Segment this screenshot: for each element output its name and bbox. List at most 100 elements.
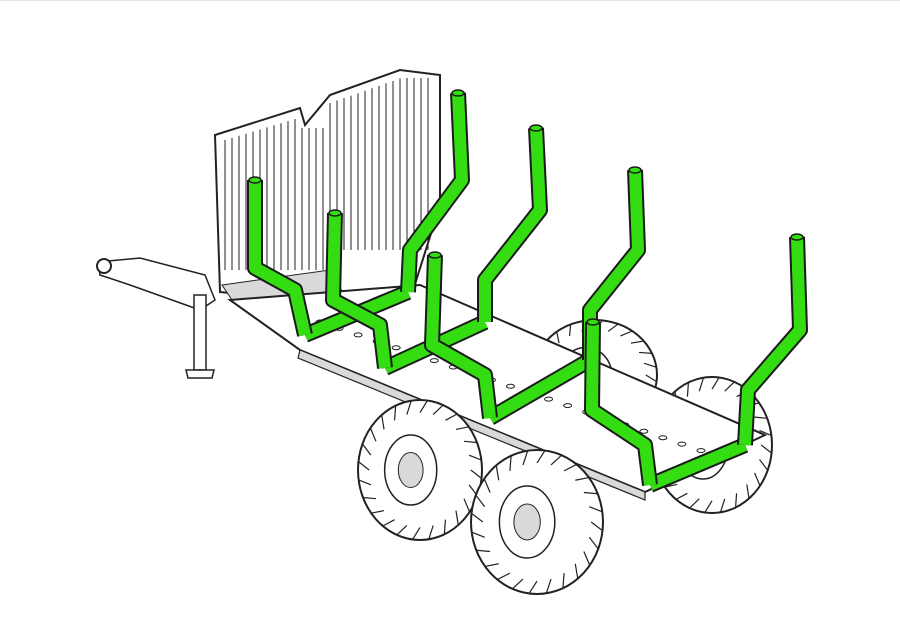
- tread-lug: [759, 459, 769, 471]
- frame-hole: [544, 396, 554, 402]
- tread-lug: [445, 413, 458, 421]
- tread-lug: [522, 450, 529, 466]
- stake-right: [479, 127, 546, 322]
- frame-hole: [677, 441, 687, 447]
- tread-lug: [419, 400, 428, 413]
- tread-lug: [583, 551, 591, 566]
- wheel: [357, 399, 483, 541]
- stake-cap: [586, 318, 600, 326]
- tread-lug: [590, 521, 603, 532]
- tread-lug: [412, 527, 421, 540]
- tread-lug: [369, 427, 377, 442]
- frame-hole: [563, 403, 573, 409]
- tread-lug: [724, 381, 735, 392]
- tread-lug: [550, 454, 562, 466]
- stake-left: [586, 321, 656, 486]
- tread-lug: [568, 324, 572, 336]
- tread-lug: [638, 351, 653, 354]
- drawbar: [97, 257, 216, 311]
- tread-lug: [630, 340, 644, 344]
- tread-lug: [734, 493, 738, 508]
- stake-cap: [451, 89, 465, 97]
- tread-lug: [381, 414, 385, 430]
- tread-lug: [719, 498, 726, 513]
- stake-cap: [248, 176, 262, 184]
- tread-lug: [463, 440, 478, 444]
- jack-foot: [185, 369, 215, 379]
- stake-left: [327, 212, 391, 369]
- tread-lug: [382, 519, 395, 527]
- tread-lug: [698, 377, 705, 392]
- tread-lug: [583, 491, 598, 495]
- tread-lug: [759, 430, 772, 436]
- tread-lug: [563, 463, 577, 472]
- tread-lug: [562, 573, 565, 589]
- tread-lug: [556, 331, 560, 344]
- tread-lug: [589, 506, 603, 513]
- tread-lug: [471, 512, 484, 523]
- tread-lug: [575, 476, 590, 481]
- stake-cap: [529, 124, 543, 132]
- tread-lug: [689, 498, 700, 509]
- tread-lug: [754, 472, 761, 487]
- tread-lug: [495, 465, 500, 481]
- frame-hole: [391, 345, 401, 351]
- stake-right: [739, 236, 806, 446]
- stake-cap: [790, 233, 804, 241]
- stake-cap: [628, 166, 642, 174]
- tread-lug: [645, 374, 657, 383]
- tread-lug: [358, 461, 370, 471]
- tread-lug: [711, 377, 720, 390]
- front-wheels: [357, 399, 604, 595]
- tread-lug: [686, 382, 690, 397]
- tread-lug: [483, 478, 491, 493]
- stake-left: [426, 254, 496, 419]
- tread-lug: [643, 362, 657, 368]
- tread-lug: [509, 455, 512, 471]
- tread-lug: [455, 510, 459, 526]
- frame-hole: [639, 428, 649, 434]
- tread-lug: [545, 578, 552, 594]
- tread-lug: [484, 563, 499, 568]
- tread-lug: [620, 330, 633, 337]
- tread-lug: [588, 536, 599, 550]
- tread-lug: [463, 498, 471, 513]
- stake-crossbar: [647, 439, 748, 491]
- frame-hole: [658, 435, 668, 441]
- tread-lug: [432, 404, 444, 415]
- tread-lug: [471, 531, 485, 538]
- support-jack: [193, 294, 207, 371]
- tread-lug: [746, 484, 750, 499]
- frame-hole: [429, 358, 439, 364]
- tread-lug: [406, 400, 412, 415]
- tread-lug: [675, 492, 688, 500]
- stake-left: [249, 180, 311, 337]
- stake-crossbar: [486, 354, 594, 424]
- grille-bars: [224, 78, 429, 270]
- tread-lug: [361, 443, 372, 456]
- hitch-eye: [96, 258, 112, 274]
- tread-lug: [371, 510, 385, 514]
- frame-hole: [696, 448, 706, 454]
- tread-lug: [362, 496, 377, 500]
- tread-lug: [528, 580, 538, 594]
- stake-cap: [328, 209, 342, 217]
- wheel: [470, 449, 604, 595]
- stake-cap: [428, 251, 442, 259]
- log-stakes: [247, 89, 808, 493]
- tread-lug: [443, 519, 447, 535]
- top-border: [0, 0, 900, 1]
- tread-lug: [475, 494, 486, 508]
- tread-lug: [760, 444, 772, 454]
- frame-hole: [505, 383, 515, 389]
- hub: [513, 503, 541, 541]
- frame-hole: [353, 332, 363, 338]
- tread-lug: [476, 549, 491, 553]
- tread-lug: [470, 469, 482, 479]
- tread-lug: [574, 563, 579, 579]
- tread-lug: [512, 578, 524, 590]
- tread-lug: [455, 426, 469, 430]
- stake-right: [402, 92, 468, 293]
- tread-lug: [428, 525, 434, 540]
